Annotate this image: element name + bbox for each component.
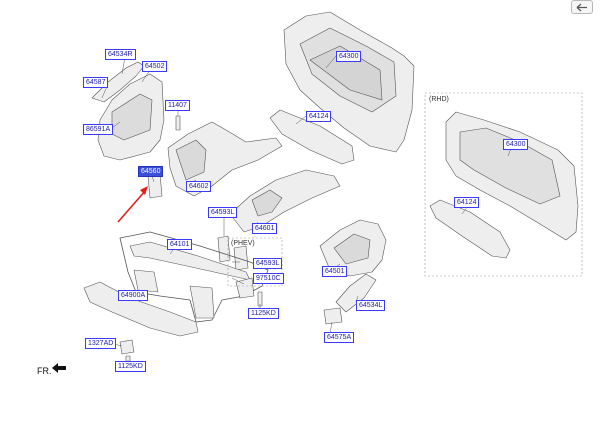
callout-64124[interactable]: 64124 (306, 111, 332, 122)
callout-rhd-64300[interactable]: 64300 (503, 139, 529, 150)
phev-variant-label: (PHEV) (231, 240, 255, 247)
rhd-cowl-shape (429, 199, 511, 259)
part-bracket-64593l-shape (217, 235, 231, 263)
callout-64593l[interactable]: 64593L (208, 207, 238, 218)
callout-rhd-64124[interactable]: 64124 (454, 197, 480, 208)
front-direction-arrow-icon (52, 363, 66, 373)
part-cowl-shape (269, 109, 355, 165)
pointer-arrow (117, 186, 148, 223)
part-side-member-64601-shape (229, 169, 341, 233)
callout-1125kd[interactable]: 1125KD (248, 308, 279, 319)
callout-1327ad[interactable]: 1327AD (85, 338, 117, 349)
callout-11407[interactable]: 11407 (165, 100, 190, 111)
callout-64587[interactable]: 64587 (83, 77, 109, 88)
part-64534l-shape (335, 273, 377, 313)
callout-64101[interactable]: 64101 (167, 239, 193, 250)
callout-86591a[interactable]: 86591A (83, 124, 114, 135)
arrow-left-icon (576, 3, 587, 11)
callout-64501[interactable]: 64501 (322, 266, 348, 277)
callout-64534l[interactable]: 64534L (356, 300, 386, 311)
callout-64502[interactable]: 64502 (142, 61, 168, 72)
back-button[interactable] (571, 0, 593, 14)
rhd-variant-label: (RHD) (429, 96, 449, 103)
callout-64602[interactable]: 64602 (186, 181, 212, 192)
callout-97510c[interactable]: 97510C (253, 273, 284, 284)
callout-1125kd-lower[interactable]: 1125KD (115, 361, 146, 372)
callout-64900a[interactable]: 64900A (118, 290, 149, 301)
part-bracket-64560-shape (147, 173, 163, 199)
callout-64300[interactable]: 64300 (336, 51, 362, 62)
callout-64593l-phev[interactable]: 64593L (253, 258, 283, 269)
part-bolt-11407-shape (175, 115, 181, 131)
callout-64560-selected[interactable]: 64560 (138, 166, 164, 177)
phev-region-border (227, 237, 283, 287)
callout-64601[interactable]: 64601 (252, 223, 278, 234)
callout-64575a[interactable]: 64575A (324, 332, 355, 343)
callout-64534r[interactable]: 64534R (105, 49, 136, 60)
rhd-region-border (424, 92, 583, 277)
front-direction-label: FR. (37, 366, 52, 376)
